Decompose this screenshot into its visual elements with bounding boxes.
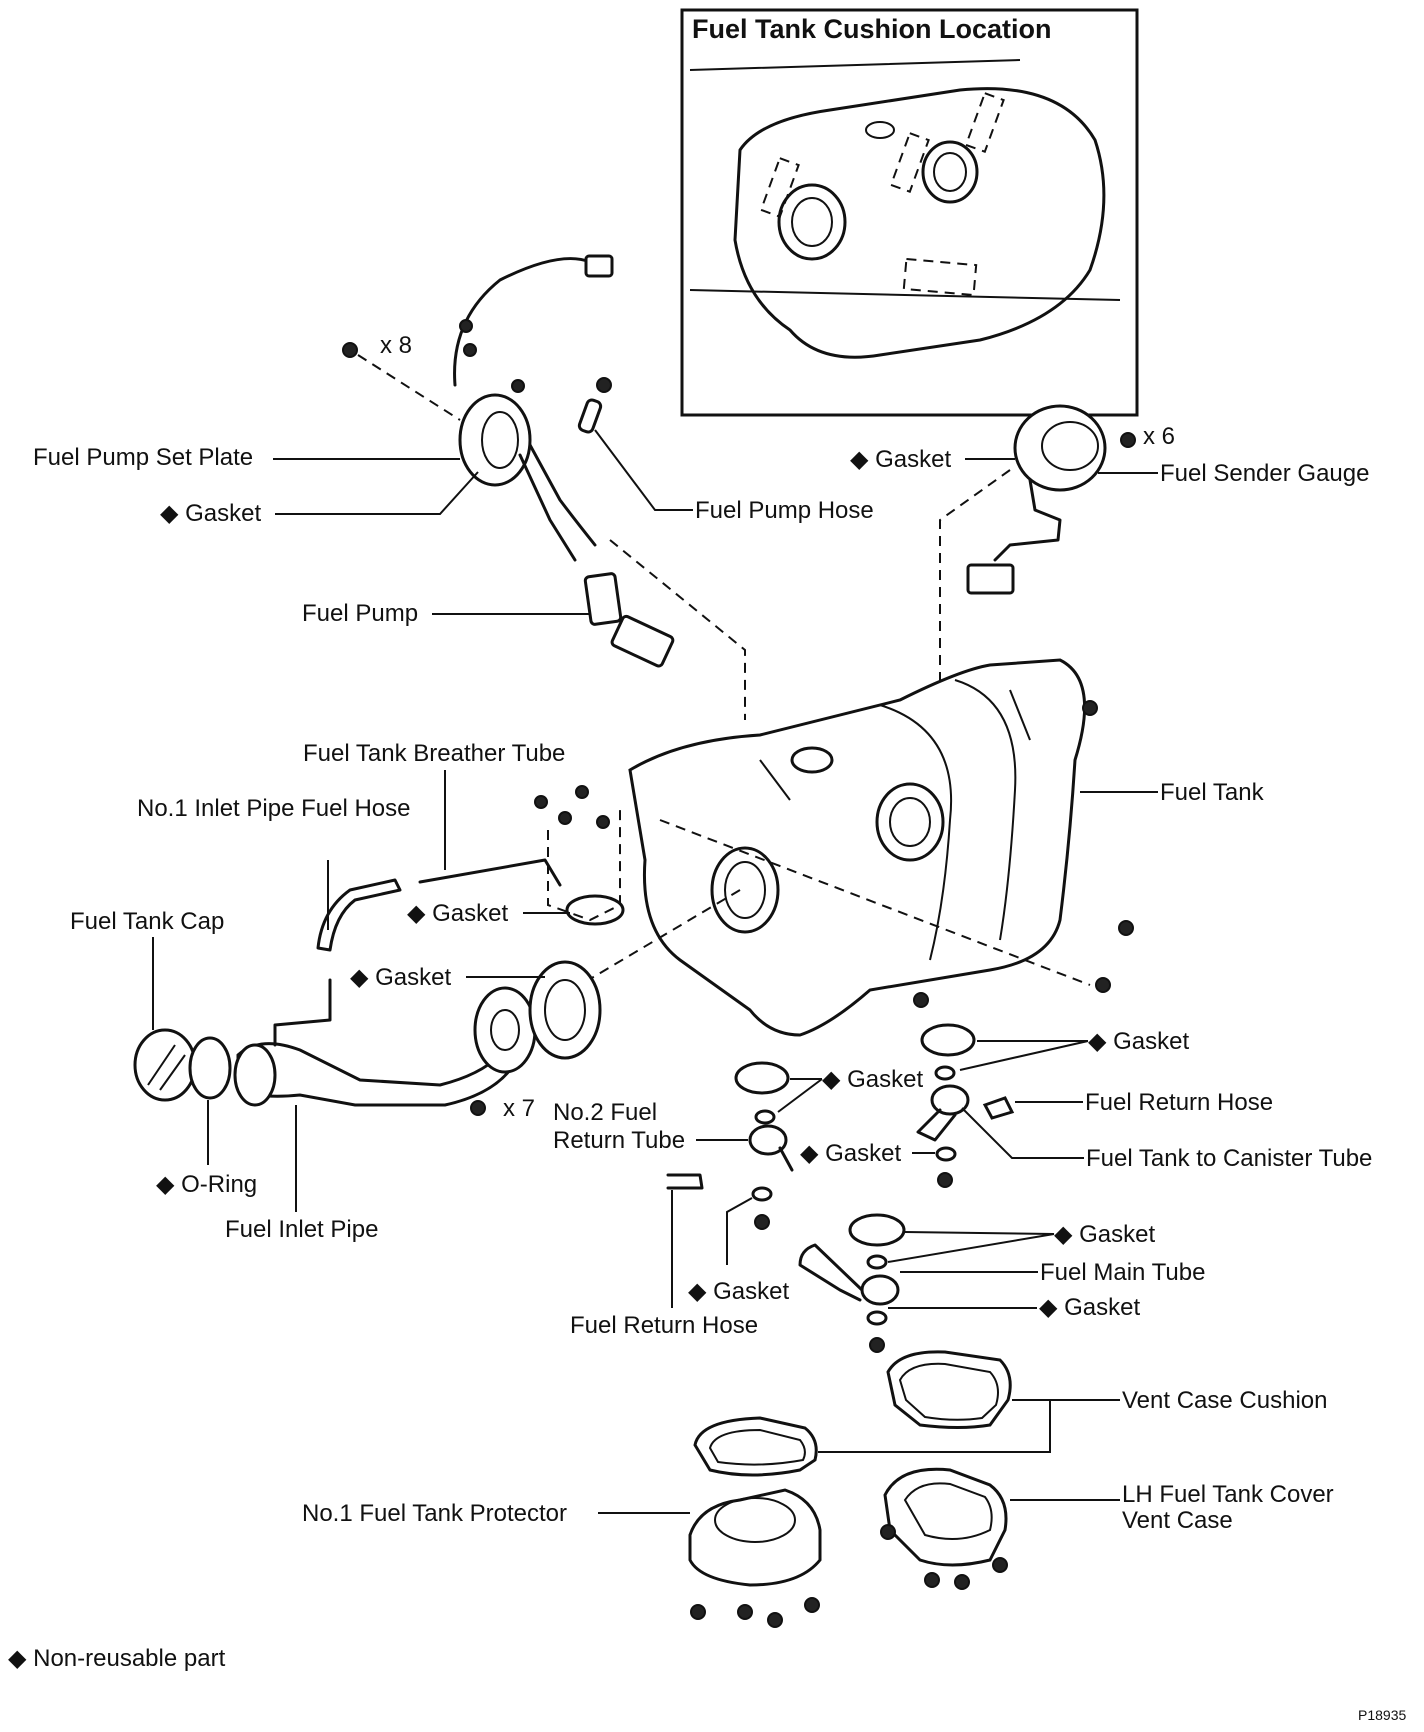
label-gasket-pump: ◆ Gasket <box>160 500 261 527</box>
fuel-main-tube-part <box>860 1274 900 1306</box>
bolt-icon <box>804 1597 820 1613</box>
bolt-icon <box>575 785 589 799</box>
bolt-icon <box>880 1524 896 1540</box>
inlet-flange <box>473 986 537 1074</box>
label-gasket-d: ◆ Gasket <box>1054 1221 1155 1248</box>
tank-inlet-opening <box>710 846 780 934</box>
label-fuel-return-hose-left: Fuel Return Hose <box>570 1312 758 1339</box>
no2-return-tube-part <box>748 1124 788 1156</box>
fuel-tank-cap-part <box>133 1028 232 1102</box>
vent-case-cushion-part <box>693 1350 1012 1477</box>
label-o-ring: ◆ O-Ring <box>156 1171 257 1198</box>
return-hose-right-part <box>982 1096 1015 1120</box>
pump-hose <box>577 398 603 434</box>
fuel-sender-gauge-part <box>939 404 1136 820</box>
breather-gasket <box>565 894 625 926</box>
nut-icon <box>463 343 477 357</box>
bolt-icon <box>690 1604 706 1620</box>
bolt-icon <box>558 811 572 825</box>
label-gasket-breather: ◆ Gasket <box>407 900 508 927</box>
fuel-tank-body <box>579 658 1134 1037</box>
lh-fuel-tank-cover-part <box>880 1467 1008 1590</box>
label-cover-vent-2: Vent Case <box>1122 1507 1233 1534</box>
bolt-icon <box>1118 920 1134 936</box>
label-gasket-e: ◆ Gasket <box>688 1278 789 1305</box>
label-protector: No.1 Fuel Tank Protector <box>302 1500 567 1527</box>
label-gasket-f: ◆ Gasket <box>1039 1294 1140 1321</box>
label-gasket-inlet: ◆ Gasket <box>350 964 451 991</box>
return-hose-left-part <box>666 1173 704 1190</box>
label-gasket-sender: ◆ Gasket <box>850 446 951 473</box>
cushion-location-inset: Fuel Tank Cushion Location <box>680 8 1139 417</box>
bolt-icon <box>913 992 929 1008</box>
label-fuel-return-hose-right: Fuel Return Hose <box>1085 1089 1273 1116</box>
fuel-inlet-pipe-part <box>233 960 602 1116</box>
sender-float-arm <box>966 563 1015 595</box>
canister-tube-part <box>930 1084 970 1116</box>
label-cover-vent-1: LH Fuel Tank Cover <box>1122 1481 1334 1508</box>
pump-set-plate <box>458 393 532 487</box>
label-gasket-a: ◆ Gasket <box>1088 1028 1189 1055</box>
tank-pump-opening <box>790 746 834 774</box>
pump-filter <box>610 614 675 668</box>
bolt-icon <box>470 1100 486 1116</box>
bolt-icon <box>869 1337 885 1353</box>
bolt-icon <box>342 342 358 358</box>
o-ring-part <box>188 1036 232 1100</box>
label-no2-return-tube-1: No.2 Fuel <box>553 1099 657 1126</box>
breather-tube-assembly <box>418 785 625 926</box>
label-canister-tube: Fuel Tank to Canister Tube <box>1086 1145 1372 1172</box>
bolt-icon <box>737 1604 753 1620</box>
fuel-tank-protector-part <box>688 1488 822 1628</box>
label-fuel-pump: Fuel Pump <box>302 600 418 627</box>
label-gasket-c: ◆ Gasket <box>800 1140 901 1167</box>
label-inlet-hose: No.1 Inlet Pipe Fuel Hose <box>137 795 410 822</box>
bolt-icon <box>954 1574 970 1590</box>
label-fuel-inlet-pipe: Fuel Inlet Pipe <box>225 1216 378 1243</box>
label-fuel-sender-gauge: Fuel Sender Gauge <box>1160 460 1369 487</box>
bolt-icon <box>1095 977 1111 993</box>
label-vent-case-cushion: Vent Case Cushion <box>1122 1387 1327 1414</box>
bolt-icon <box>1082 700 1098 716</box>
inset-title: Fuel Tank Cushion Location <box>692 14 1052 44</box>
pump-wire <box>453 257 592 387</box>
label-fuel-pump-set-plate: Fuel Pump Set Plate <box>33 444 253 471</box>
inlet-pipe-hose <box>316 878 402 952</box>
bolt-icon <box>534 795 548 809</box>
inset-tank-illustration <box>689 59 1121 359</box>
bolt-icon <box>754 1214 770 1230</box>
bolt-icon <box>1120 432 1136 448</box>
label-fuel-main-tube: Fuel Main Tube <box>1040 1259 1205 1286</box>
legend-non-reusable: ◆ Non-reusable part <box>8 1645 226 1672</box>
nut-icon <box>459 319 473 333</box>
tank-sender-opening <box>875 782 945 862</box>
nut-icon <box>511 379 525 393</box>
bolt-icon <box>937 1172 953 1188</box>
inlet-bolt-qty: x 7 <box>503 1095 535 1122</box>
label-no2-return-tube-2: Return Tube <box>553 1127 685 1154</box>
bolt-icon <box>992 1557 1008 1573</box>
bolt-icon <box>596 815 610 829</box>
label-fuel-tank: Fuel Tank <box>1160 779 1265 806</box>
clamp-icon <box>596 377 612 393</box>
pump-connector <box>584 254 614 278</box>
bolt-icon <box>767 1612 783 1628</box>
figure-code: P18935 <box>1358 1707 1406 1723</box>
inlet-gasket <box>528 960 602 1060</box>
label-gasket-b: ◆ Gasket <box>822 1066 923 1093</box>
bolt-icon <box>924 1572 940 1588</box>
label-fuel-pump-hose: Fuel Pump Hose <box>695 497 874 524</box>
pump-bolt-qty: x 8 <box>380 332 412 359</box>
vent-hardware <box>666 1023 1015 1353</box>
fuel-pump-assembly <box>342 254 746 720</box>
sender-bolt-qty: x 6 <box>1143 423 1175 450</box>
label-fuel-tank-cap: Fuel Tank Cap <box>70 908 224 935</box>
pump-bracket <box>518 443 597 562</box>
pump-body <box>583 572 623 626</box>
label-breather-tube: Fuel Tank Breather Tube <box>303 740 565 767</box>
